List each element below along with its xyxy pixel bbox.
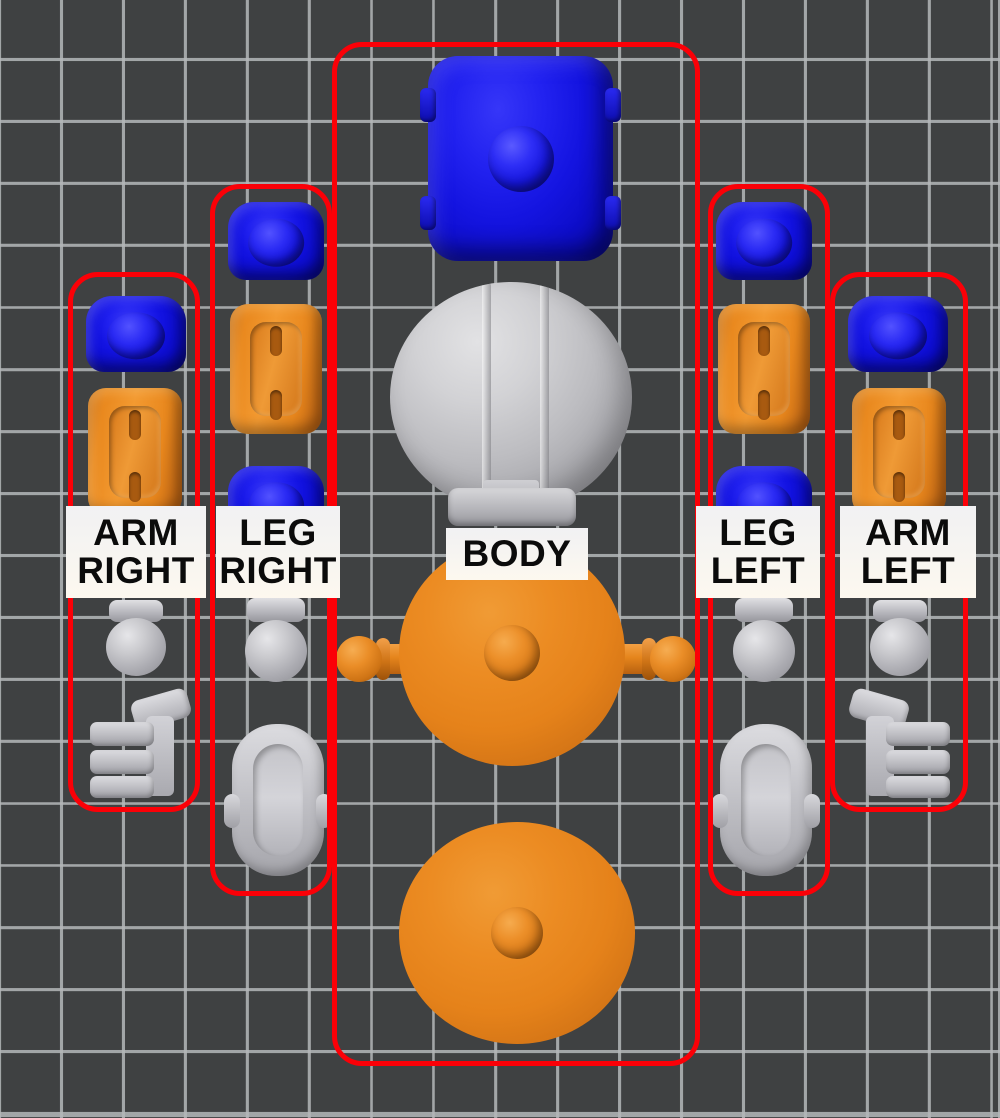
elbow-joint-right[interactable] <box>100 600 172 692</box>
torso-tab-left-2 <box>420 196 436 230</box>
joint-sphere <box>245 620 307 682</box>
hand-left[interactable] <box>846 686 956 800</box>
upper-leg-right[interactable] <box>230 304 322 434</box>
torso-knob <box>487 125 554 192</box>
label-leg-left-line1: LEG <box>719 512 797 554</box>
head-ridge-right <box>540 282 550 512</box>
body-disc-knob <box>484 625 540 681</box>
joint-sphere <box>733 620 795 682</box>
torso-tab-right <box>605 88 621 122</box>
hand-finger-3 <box>886 776 950 798</box>
foot-peg-right <box>804 793 820 828</box>
hip-cap-leg-left[interactable] <box>716 202 812 280</box>
label-arm-left-line2: LEFT <box>860 550 956 591</box>
torso-tab-left <box>420 88 436 122</box>
hip-cap-leg-right[interactable] <box>228 202 324 280</box>
label-leg-right-line2: RIGHT <box>219 550 337 591</box>
label-body[interactable]: BODY <box>446 528 588 580</box>
joint-collar <box>735 598 793 622</box>
foot-hole <box>741 744 791 856</box>
gray-head-sphere[interactable] <box>390 282 632 512</box>
ankle-joint-left[interactable] <box>728 598 800 700</box>
joint-collar <box>873 600 927 622</box>
upper-leg-left[interactable] <box>718 304 810 434</box>
label-leg-right-line1: LEG <box>239 512 317 554</box>
foot-hole <box>253 744 303 856</box>
label-arm-left-line1: ARM <box>865 512 951 554</box>
stub-ball <box>336 636 382 682</box>
label-arm-right[interactable]: ARM RIGHT <box>66 506 206 598</box>
hand-finger-2 <box>886 750 950 774</box>
limb-slot-bottom <box>893 472 905 502</box>
limb-slot-top <box>270 326 282 356</box>
joint-sphere <box>870 618 930 676</box>
pelvis-disc-knob <box>491 907 543 959</box>
label-body-line1: BODY <box>462 533 572 575</box>
label-leg-left-line2: LEFT <box>710 550 806 591</box>
torso-tab-right-2 <box>605 196 621 230</box>
label-arm-right-line2: RIGHT <box>77 550 195 591</box>
foot-left[interactable] <box>712 724 820 876</box>
hand-finger-1 <box>90 722 154 746</box>
limb-slot-top <box>758 326 770 356</box>
hand-finger-2 <box>90 750 154 774</box>
stub-ball <box>650 636 696 682</box>
hand-finger-1 <box>886 722 950 746</box>
orange-pelvis-disc[interactable] <box>399 822 635 1044</box>
upper-arm-right[interactable] <box>88 388 182 516</box>
joint-collar <box>109 600 163 622</box>
label-arm-right-line1: ARM <box>93 512 179 554</box>
label-leg-left[interactable]: LEG LEFT <box>696 506 820 598</box>
limb-slot-top <box>893 410 905 440</box>
foot-peg-left <box>224 793 240 828</box>
hand-right[interactable] <box>84 686 194 800</box>
limb-slot-bottom <box>129 472 141 502</box>
head-ridge-left <box>481 282 491 512</box>
limb-slot-top <box>129 410 141 440</box>
shoulder-cap-arm-left[interactable] <box>848 296 948 372</box>
joint-collar <box>247 598 305 622</box>
foot-right[interactable] <box>224 724 332 876</box>
hand-finger-3 <box>90 776 154 798</box>
shoulder-cap-arm-right[interactable] <box>86 296 186 372</box>
blue-torso-plate[interactable] <box>420 56 621 261</box>
elbow-joint-left[interactable] <box>864 600 936 692</box>
ankle-joint-right[interactable] <box>240 598 312 700</box>
head-base-plate <box>448 488 576 526</box>
upper-arm-left[interactable] <box>852 388 946 516</box>
label-leg-right[interactable]: LEG RIGHT <box>216 506 340 598</box>
limb-slot-bottom <box>758 390 770 420</box>
label-arm-left[interactable]: ARM LEFT <box>840 506 976 598</box>
limb-slot-bottom <box>270 390 282 420</box>
foot-peg-left <box>712 793 728 828</box>
joint-sphere <box>106 618 166 676</box>
